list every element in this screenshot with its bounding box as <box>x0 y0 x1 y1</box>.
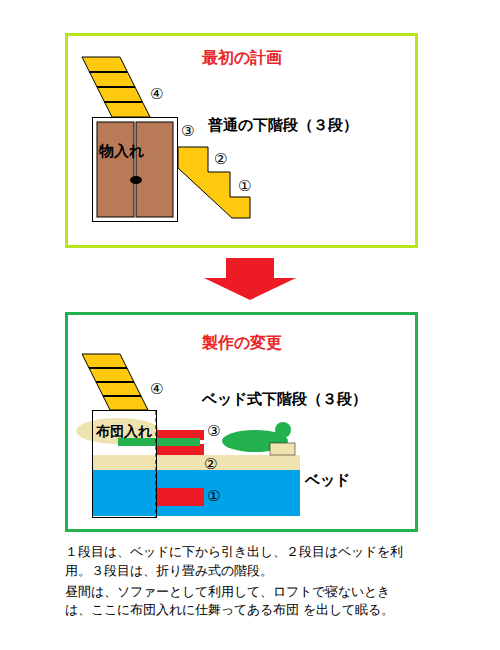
plan-frame: 製作の変更布団入れ <box>65 312 418 532</box>
callout-number: ② <box>204 456 217 473</box>
frame-title: 最初の計画 <box>68 48 415 69</box>
callout-number: ④ <box>150 381 163 398</box>
callout-number: ① <box>207 488 220 505</box>
pull-out-step <box>157 488 204 506</box>
note-text: 昼間は、ソファーとして利用して、ロフトで寝ないときは、ここに布団入れに仕舞ってあ… <box>65 583 410 621</box>
down-arrow <box>204 258 296 300</box>
futon-box: 布団入れ <box>92 410 157 518</box>
callout-number: ③ <box>206 423 221 440</box>
box-label: 物入れ <box>99 142 144 161</box>
bed-label: ベッド <box>305 472 350 489</box>
closet-door <box>136 122 173 217</box>
callout-number: ② <box>214 151 227 168</box>
loft-ladder <box>82 354 148 410</box>
pillow <box>270 443 295 455</box>
loft-ladder <box>82 57 150 117</box>
note-text: １段目は、ベッドに下から引き出し、２段目はベッドを利用。３段目は、折り畳み式の階… <box>65 543 410 581</box>
callout-number: ③ <box>181 123 194 140</box>
mattress <box>92 455 300 470</box>
blanket <box>118 438 200 446</box>
ladder-rungs <box>89 72 142 102</box>
frame-title: 製作の変更 <box>68 333 415 354</box>
person-head <box>275 422 291 438</box>
plan-frame: 最初の計画物入れ <box>65 33 418 248</box>
stair-label: ベッド式下階段（３段） <box>202 391 367 408</box>
closet-door <box>97 122 134 217</box>
stair-label: 普通の下階段（３段） <box>208 117 358 134</box>
door-knob <box>130 176 142 184</box>
closet-box: 物入れ <box>92 117 178 222</box>
ladder-rungs <box>89 368 141 396</box>
box-label: 布団入れ <box>96 423 152 441</box>
bed-frame <box>92 470 300 516</box>
callout-number: ① <box>238 178 251 195</box>
callout-number: ④ <box>150 86 163 103</box>
